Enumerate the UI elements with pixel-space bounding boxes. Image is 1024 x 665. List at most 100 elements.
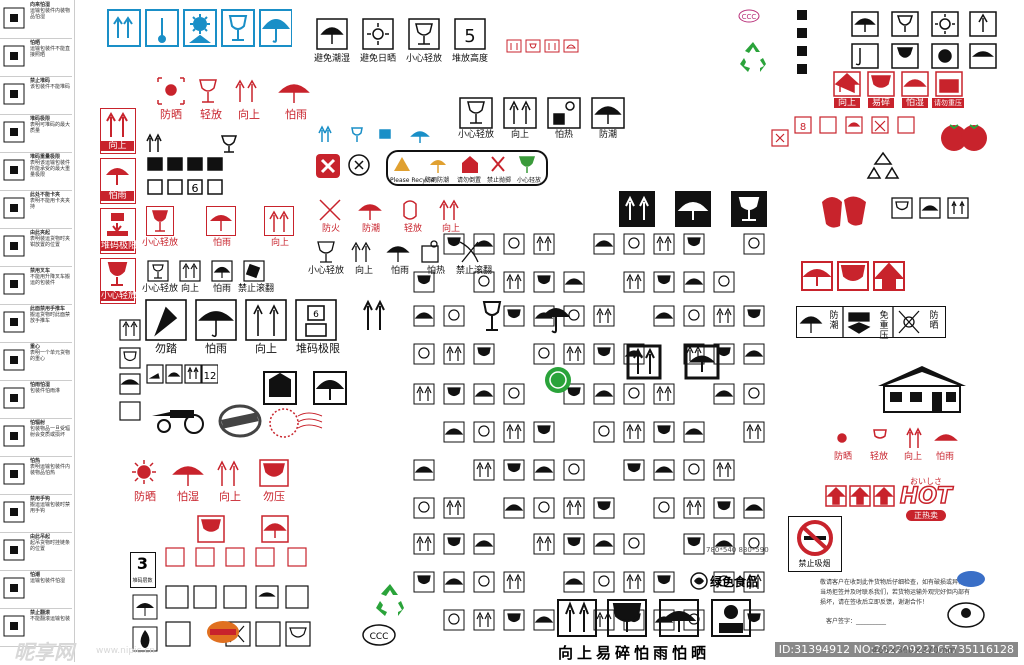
stack-number-text: 5: [464, 26, 475, 47]
red-row-4: 防晒 怕湿 向上 勿压: [128, 458, 300, 506]
left-symbol-desc: 不能用升降叉车搬运的包装件: [30, 274, 71, 286]
dense-grid-icon: [503, 305, 525, 327]
dense-grid-icon: [533, 533, 555, 555]
dense-grid-icon: [593, 233, 615, 255]
recycle-green-bottom: [372, 582, 408, 618]
dense-grid-icon: [563, 343, 585, 365]
sun-red-icon: [165, 84, 177, 96]
left-symbol-desc: 运输包装件怕湿: [30, 578, 66, 584]
cyan-small-row: [316, 124, 440, 146]
dense-grid-icon: [743, 233, 765, 255]
left-symbol-icon: [2, 386, 26, 410]
mid-black-small-row: 小心轻放 向上 怕雨 禁止滚翻: [142, 260, 276, 294]
dense-grid-icon: [413, 497, 435, 519]
pill-label-4: 小心轻放: [516, 177, 541, 184]
dense-grid-icon: [593, 383, 615, 405]
dense-grid-icon: [503, 497, 525, 519]
red-logo-badge: [316, 154, 340, 178]
label-keep-from-sun: 避免日晒: [360, 54, 397, 64]
cyan-fragile-icon: [221, 9, 255, 47]
dense-grid-icon: [683, 533, 705, 555]
umbrella-orange-icon: [430, 160, 446, 165]
notice-text: 敬请客户在收到此件货物后仔细检查，如有破损或异常请当场拒签并及时联系我们，若货物…: [820, 579, 971, 606]
dense-grid-icon: [413, 271, 435, 293]
cyan-icon-strip: [106, 8, 293, 50]
ra-label-3: 请勿重压: [932, 98, 964, 108]
fragile-stamp-logo: [946, 600, 986, 630]
left-symbol-title: 禁止堆码: [30, 78, 51, 84]
right-red-frame-row: 防晒 轻放 向上 怕雨: [830, 426, 960, 466]
handle-umbrella-large: [262, 370, 348, 406]
right-red-arrows-trio: [824, 484, 896, 508]
black-bold-box-row: [618, 190, 770, 230]
stack-six-small-text: 6: [313, 310, 319, 320]
left-symbol-desc: 表明该运输包装件所能承受的最大重量极限: [30, 160, 71, 178]
left-symbol-text: 禁止堆码该包装件不能堆码: [30, 78, 70, 90]
handle-care-icon: [408, 18, 440, 50]
left-red-box-column: 向上 怕雨 堆码极限 小心轻放: [100, 108, 138, 304]
left-symbol-cell: 向来怕湿运输包装件内装物品怕湿: [0, 0, 72, 39]
dense-grid-icon: [413, 459, 435, 481]
dense-grid-icon: [503, 421, 525, 443]
right-mid-black-rows: [770, 96, 790, 176]
cyan-sun-icon: [183, 9, 217, 47]
twelve-stack-row: 12: [146, 364, 219, 386]
hot-oishii-text: おいしさ: [910, 477, 942, 486]
svg-text:CCC: CCC: [742, 13, 757, 21]
dense-grid-icon: [743, 343, 765, 365]
dense-grid-icon: [413, 383, 435, 405]
red2-umbrella: [206, 206, 236, 236]
dense-grid-icon: [533, 233, 555, 255]
left-symbol-desc: 包装物品一旦受辐射会变质或损坏: [30, 426, 71, 438]
dense-grid-icon: [713, 533, 735, 555]
red-row-3: 防火 防潮 轻放 向上: [316, 196, 472, 240]
dense-grid-icon: [593, 343, 615, 365]
red-row-5: [196, 514, 292, 544]
watermark-bar: 昵享网 www.nipic.cn ID:31394912 NO:20220922…: [0, 634, 1024, 664]
dense-grid-icon: [593, 571, 615, 593]
dense-grid-icon: [743, 305, 765, 327]
tomatoes-illustration: [938, 118, 990, 152]
green-badge-mid: [544, 366, 572, 394]
top-black-row: 5 避免潮湿 避免日晒 小心轻放 堆放高度: [314, 18, 494, 68]
right-labeled-box-row: 防潮 免重压 防晒: [796, 306, 946, 341]
left-symbol-desc: 运输包装件不能直接照晒: [30, 46, 71, 58]
mid-label-0: 小心轻放: [142, 284, 179, 294]
line-label-0: 小心轻放: [308, 266, 345, 276]
ra-label-0: 向上: [834, 98, 860, 108]
dense-grid-icon: [653, 421, 675, 443]
red-postmark: [264, 406, 324, 440]
left-symbol-title: 向来怕湿: [30, 2, 51, 8]
hands-red-icon: [403, 200, 417, 220]
dense-grid-icon: [413, 305, 435, 327]
size-label-text: 780*540 880*590: [706, 546, 769, 554]
dense-grid-icon: [713, 571, 735, 593]
sb-label-0: 小心轻放: [458, 130, 495, 140]
rb-label-0: 防潮: [829, 311, 839, 331]
dense-grid-icon: [443, 343, 465, 365]
red4-label-3: 勿压: [263, 490, 285, 503]
dense-grid-icon: [623, 459, 645, 481]
red2-glass: [146, 206, 174, 236]
bottom-big-text: 向上易碎怕雨怕晒: [558, 644, 711, 662]
left-symbol-cell: 禁止翻滚不能翻滚运输包装: [0, 608, 72, 647]
red3-label-1: 防潮: [361, 224, 380, 234]
dense-grid-icon: [713, 343, 735, 365]
umbrella-left-box: [132, 594, 158, 620]
dense-grid-icon: [623, 533, 645, 555]
left-symbol-title: 堆码重量极限: [30, 154, 61, 160]
no-smoking-label: 禁止吸烟: [798, 559, 831, 568]
left-symbol-cell: 怕雨怕湿包装件怕雨淋: [0, 380, 72, 419]
left-symbol-cell: 由此吊起起吊货物时挂链条的位置: [0, 532, 72, 571]
red-peppers-illustration: [818, 190, 870, 230]
red-box-up: 向上: [100, 108, 136, 154]
left-symbol-cell: 禁止堆码该包装件不能堆码: [0, 76, 72, 115]
left-symbol-text: 怕晒运输包装件不能直接照晒: [30, 40, 70, 58]
left-symbol-cell: 怕热表明运输包装件内装物品怕热: [0, 456, 72, 495]
red-box-fragile-label: 小心轻放: [101, 291, 138, 301]
dense-grid-icon: [563, 497, 585, 519]
dense-grid-icon: [563, 533, 585, 555]
left-symbol-icon: [2, 576, 26, 600]
dense-grid-icon: [683, 271, 705, 293]
left-symbol-icon: [2, 348, 26, 372]
